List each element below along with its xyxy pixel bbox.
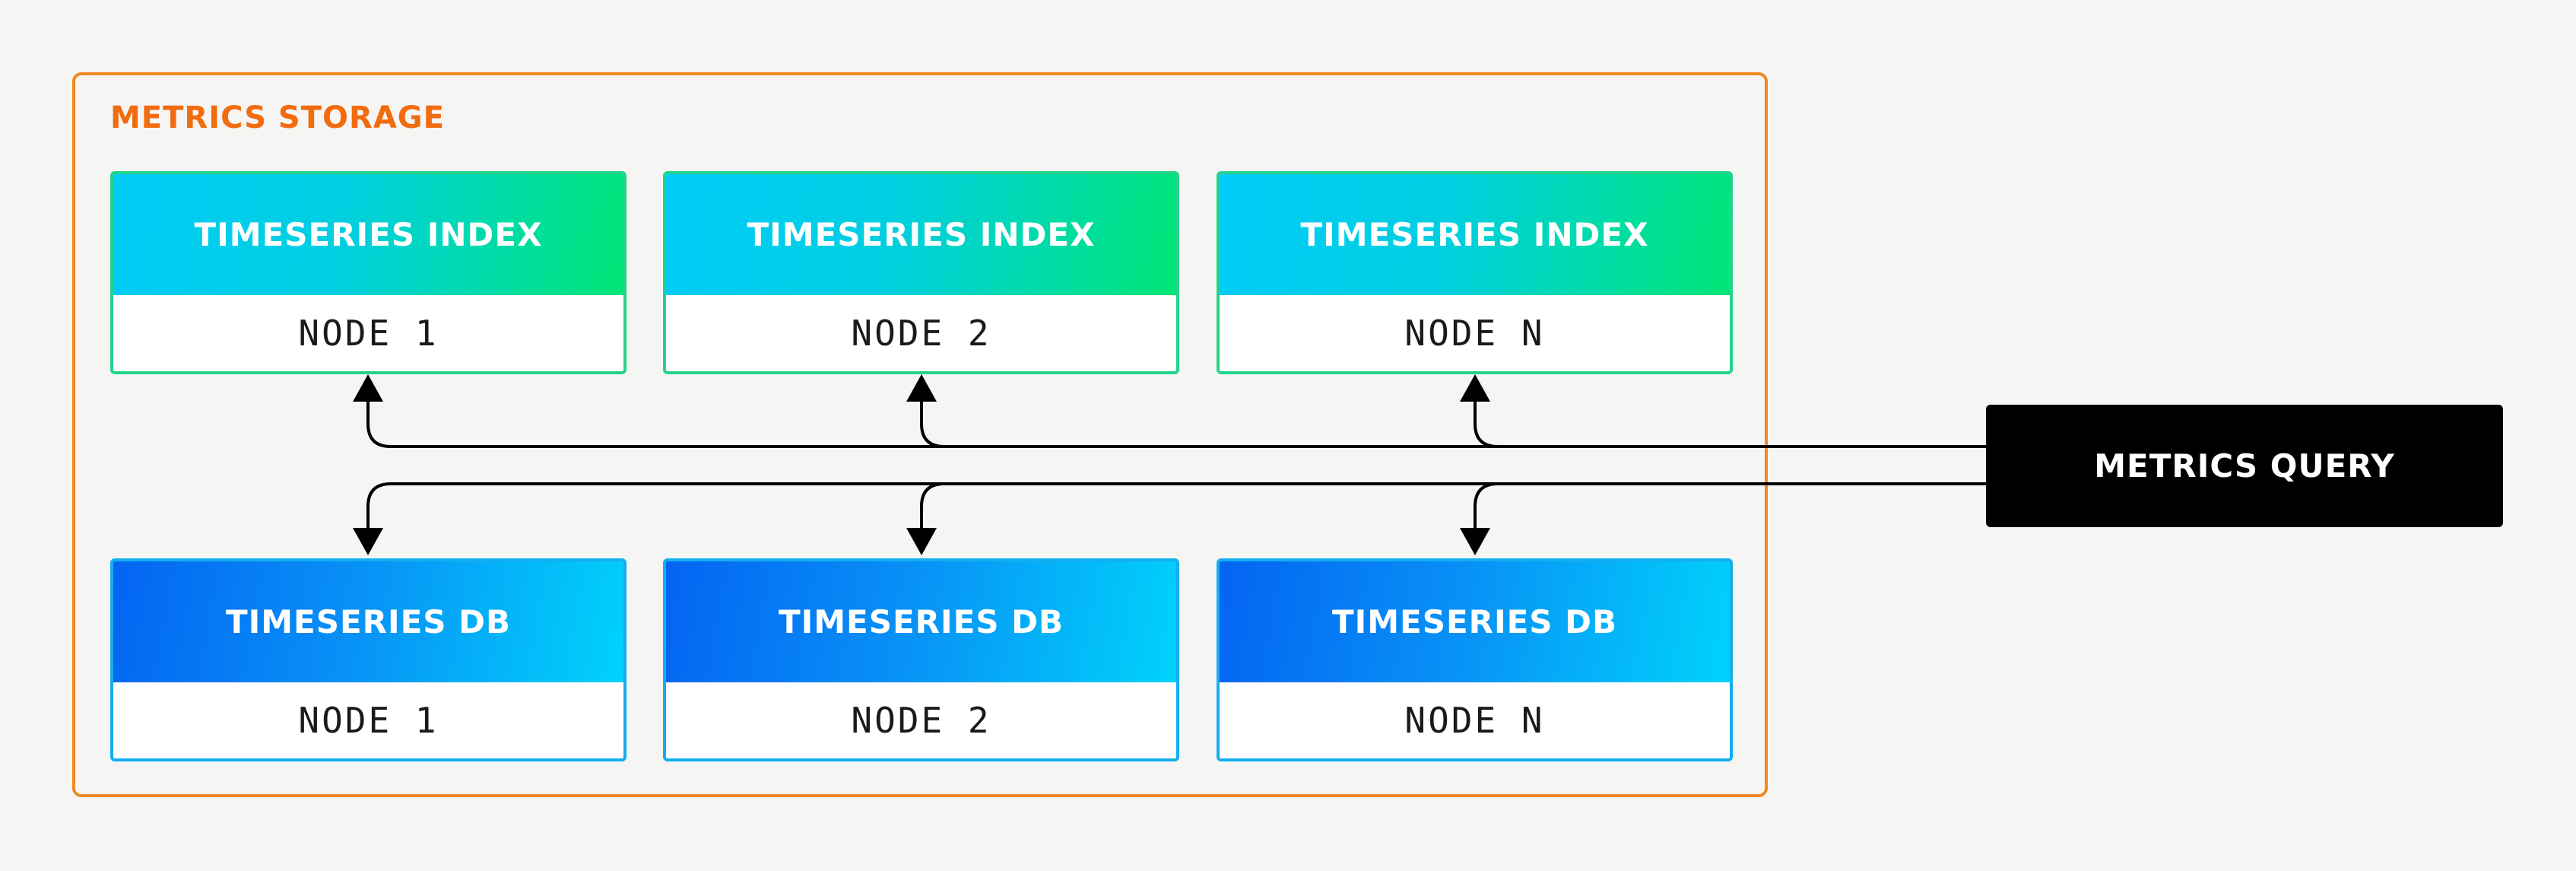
metrics-storage-title: METRICS STORAGE bbox=[110, 100, 445, 135]
metrics-storage-container bbox=[72, 72, 1768, 797]
timeseries-db-node-2[interactable]: TIMESERIES DB NODE 2 bbox=[663, 558, 1179, 761]
timeseries-index-node-n[interactable]: TIMESERIES INDEX NODE N bbox=[1217, 171, 1733, 374]
timeseries-db-title: TIMESERIES DB bbox=[113, 561, 623, 682]
timeseries-index-node-2[interactable]: TIMESERIES INDEX NODE 2 bbox=[663, 171, 1179, 374]
timeseries-db-node-n[interactable]: TIMESERIES DB NODE N bbox=[1217, 558, 1733, 761]
connector-query-to-db-1 bbox=[366, 482, 1988, 534]
metrics-query-label: METRICS QUERY bbox=[2094, 447, 2395, 485]
node-label: NODE 2 bbox=[851, 313, 991, 354]
connector-query-to-index-n bbox=[1474, 394, 1499, 448]
timeseries-db-node-1[interactable]: TIMESERIES DB NODE 1 bbox=[110, 558, 627, 761]
timeseries-index-node-1[interactable]: TIMESERIES INDEX NODE 1 bbox=[110, 171, 627, 374]
node-label: NODE 2 bbox=[851, 700, 991, 741]
arrowhead-up-icon bbox=[906, 374, 937, 402]
timeseries-index-title: TIMESERIES INDEX bbox=[1220, 174, 1730, 295]
arrowhead-down-icon bbox=[1460, 528, 1490, 555]
node-label: NODE 1 bbox=[298, 313, 439, 354]
arrowhead-up-icon bbox=[1460, 374, 1490, 402]
arrowhead-down-icon bbox=[906, 528, 937, 555]
arrowhead-up-icon bbox=[353, 374, 383, 402]
node-label: NODE 1 bbox=[298, 700, 439, 741]
connector-query-to-db-2 bbox=[920, 482, 946, 534]
timeseries-db-title: TIMESERIES DB bbox=[666, 561, 1176, 682]
connector-query-to-db-n bbox=[1474, 482, 1499, 534]
node-label: NODE N bbox=[1404, 313, 1545, 354]
arrowhead-down-icon bbox=[353, 528, 383, 555]
node-label: NODE N bbox=[1404, 700, 1545, 741]
timeseries-db-title: TIMESERIES DB bbox=[1220, 561, 1730, 682]
metrics-query-box[interactable]: METRICS QUERY bbox=[1986, 405, 2503, 527]
timeseries-index-title: TIMESERIES INDEX bbox=[666, 174, 1176, 295]
timeseries-index-title: TIMESERIES INDEX bbox=[113, 174, 623, 295]
connector-query-to-index-1 bbox=[366, 394, 1988, 448]
connector-query-to-index-2 bbox=[920, 394, 946, 448]
